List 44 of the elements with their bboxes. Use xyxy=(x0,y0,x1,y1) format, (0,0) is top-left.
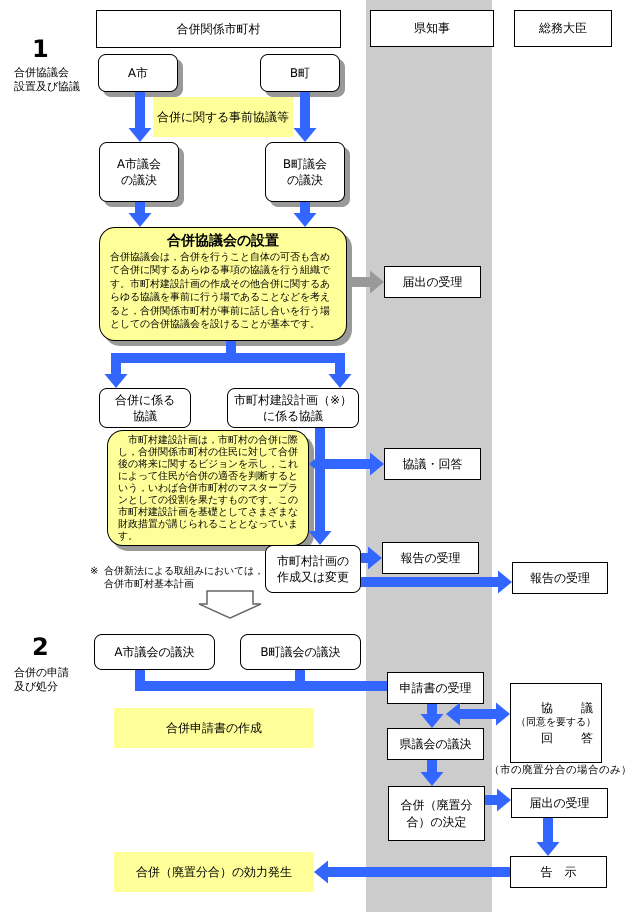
column-header: 県知事 xyxy=(370,10,494,47)
process-box: 報告の受理 xyxy=(382,542,479,574)
process-box: 届出の受理 xyxy=(384,266,481,298)
process-box: 協議・回答 xyxy=(384,448,481,480)
arrow xyxy=(446,702,510,726)
process-box: 合併に係る協議 xyxy=(99,388,191,428)
step-caption: 合併協議会 xyxy=(14,66,69,80)
arrow xyxy=(128,202,152,227)
arrow xyxy=(308,428,332,545)
note-band: 合併申請書の作成 xyxy=(114,708,314,748)
block-arrow xyxy=(198,590,262,619)
arrow xyxy=(294,202,316,227)
arrow xyxy=(314,860,510,884)
column-header: 総務大臣 xyxy=(514,10,612,47)
column-header: 合併関係市町村 xyxy=(96,10,341,48)
process-box: 市町村建設計画（※）に係る協議 xyxy=(227,388,359,428)
step-number: 1 xyxy=(32,34,50,64)
arrow xyxy=(128,92,152,142)
arrow xyxy=(536,818,560,856)
process-box: 告 示 xyxy=(510,856,607,888)
process-box: 届出の受理 xyxy=(511,788,608,818)
process-box: 報告の受理 xyxy=(512,562,608,594)
footnote-text: 合併新法による取組みにおいては，合併市町村基本計画 xyxy=(104,566,265,591)
process-box: 協議 （同意を要する） 回答 xyxy=(510,683,602,763)
arrow xyxy=(420,704,444,728)
note-band: 合併（廃置分合）の効力発生 xyxy=(114,852,314,892)
process-box: 市町村計画の作成又は変更 xyxy=(265,545,361,593)
process-box: 申請書の受理 xyxy=(387,672,484,704)
note-band: 合併に関する事前協議等 xyxy=(153,97,293,137)
arrow xyxy=(361,546,382,570)
step-number: 2 xyxy=(32,632,50,662)
arrow xyxy=(361,570,512,594)
condition-note: （市の廃置分合の場合のみ） xyxy=(489,764,633,778)
arrow xyxy=(294,92,316,142)
arrow xyxy=(309,452,384,476)
step-caption: 設置及び協議 xyxy=(14,80,81,94)
arrow xyxy=(485,788,511,812)
process-box: B町議会の議決 xyxy=(240,634,361,670)
step-caption: 合併の申請及び処分 xyxy=(14,666,70,694)
process-box: 合併（廃置分合）の決定 xyxy=(388,786,485,841)
arrow xyxy=(420,760,444,786)
footnote-mark: ※ xyxy=(90,566,100,578)
process-box: A市議会の議決 xyxy=(94,634,215,670)
process-box: 県議会の議決 xyxy=(387,728,484,760)
